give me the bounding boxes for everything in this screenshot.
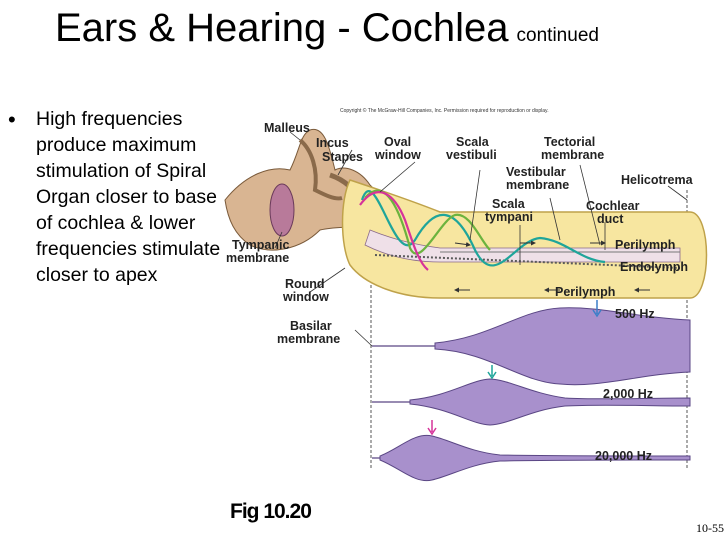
- label-tectorial-membrane: membrane: [541, 148, 604, 162]
- label-2000hz: 2,000 Hz: [603, 387, 653, 401]
- label-incus: Incus: [316, 136, 349, 150]
- label-stapes: Stapes: [322, 150, 363, 164]
- label-cochlear: Cochlear: [586, 199, 640, 213]
- title-text: Ears & Hearing - Cochlea: [55, 6, 509, 50]
- arrow-500hz: [592, 300, 602, 318]
- title-suffix: continued: [516, 25, 599, 46]
- label-window: window: [374, 148, 421, 162]
- label-perilymph-bottom: Perilymph: [555, 285, 615, 299]
- arrow-20000hz: [427, 420, 437, 436]
- label-tectorial: Tectorial: [544, 135, 595, 149]
- label-round-window: window: [282, 290, 329, 304]
- flow-arrows: [454, 240, 650, 293]
- arrow-2000hz: [487, 365, 497, 380]
- label-scala-vestibuli-1: Scala: [456, 135, 490, 149]
- page-number: 10-55: [696, 521, 724, 535]
- label-vestibular-membrane: membrane: [506, 178, 569, 192]
- label-endolymph: Endolymph: [620, 260, 688, 274]
- cochlea-shape: [341, 179, 708, 299]
- label-malleus: Malleus: [264, 121, 310, 135]
- label-tympanic: Tympanic: [232, 238, 289, 252]
- wave-paths: [359, 189, 606, 271]
- label-round: Round: [285, 277, 325, 291]
- leader-lines: [274, 131, 688, 347]
- figure-caption: Fig 10.20: [230, 500, 312, 523]
- label-cochlear-duct: duct: [597, 212, 624, 226]
- label-scala-tympani-1: Scala: [492, 197, 526, 211]
- label-vestibular: Vestibular: [506, 165, 566, 179]
- label-500hz: 500 Hz: [615, 307, 655, 321]
- label-basilar-membrane: membrane: [277, 332, 340, 346]
- copyright-notice: Copyright © The McGraw-Hill Companies, I…: [340, 107, 549, 114]
- basilar-responses: [372, 300, 691, 482]
- bullet-marker: •: [8, 107, 16, 132]
- label-20000hz: 20,000 Hz: [595, 449, 652, 463]
- label-scala-vestibuli-2: vestibuli: [446, 148, 497, 162]
- label-scala-tympani-2: tympani: [485, 210, 533, 224]
- tympanic-membrane-shape: [269, 183, 295, 237]
- label-oval: Oval: [384, 135, 411, 149]
- basilar-20000hz: [379, 434, 691, 482]
- slide-title: Ears & Hearing - Cochlea continued: [55, 6, 599, 51]
- label-helicotrema: Helicotrema: [621, 173, 694, 187]
- wave-500hz: [360, 190, 606, 267]
- label-perilymph-top: Perilymph: [615, 238, 675, 252]
- label-basilar: Basilar: [290, 319, 332, 333]
- bullet-text: High frequencies produce maximum stimula…: [36, 108, 221, 286]
- label-tympanic-membrane: membrane: [226, 251, 289, 265]
- wave-20000hz: [359, 191, 429, 271]
- basilar-2000hz: [409, 378, 691, 426]
- basilar-500hz: [434, 307, 691, 386]
